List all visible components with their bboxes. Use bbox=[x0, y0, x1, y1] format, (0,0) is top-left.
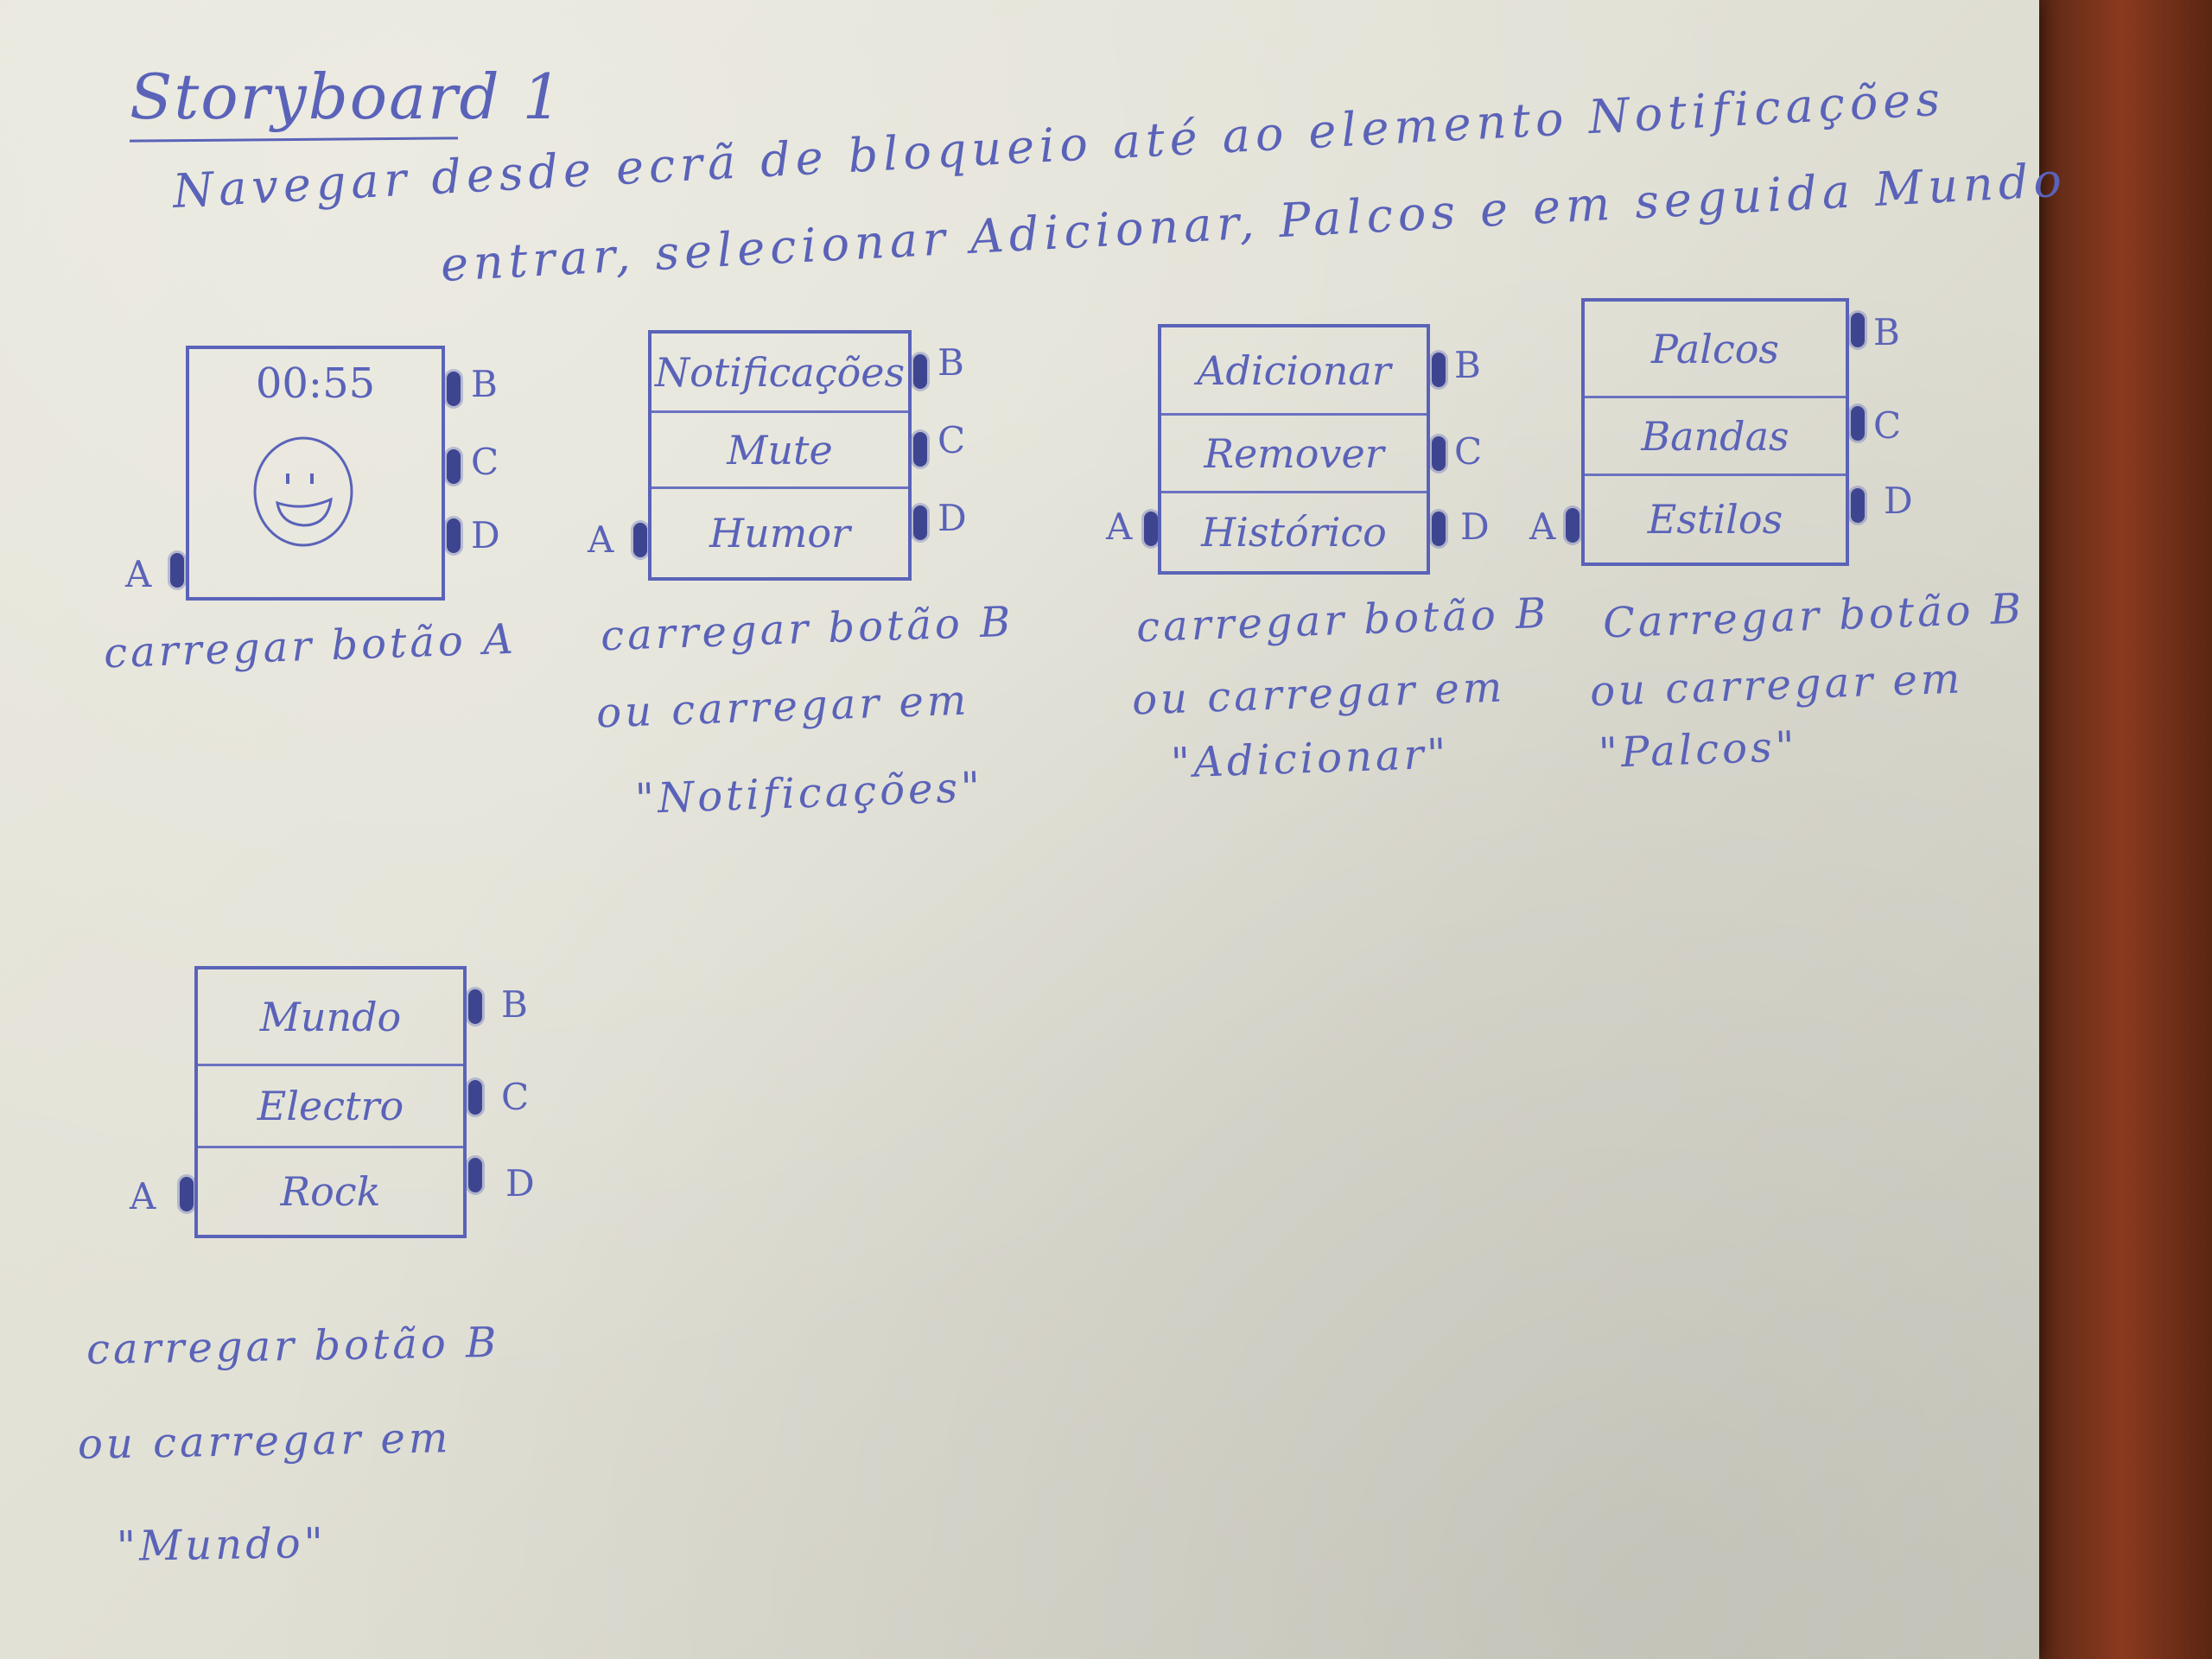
menu-item[interactable]: Mundo bbox=[198, 969, 463, 1066]
menu-item[interactable]: Palcos bbox=[1585, 302, 1846, 398]
caption-line: "Palcos" bbox=[1598, 721, 1799, 779]
caption-line: ou carregar em bbox=[1589, 654, 1965, 716]
menu-item[interactable]: Rock bbox=[280, 1168, 381, 1215]
menu-screen-3: Palcos Bandas Estilos bbox=[1581, 298, 1849, 566]
label-b: B bbox=[471, 363, 498, 405]
menu-screen-1: Notificações Mute Humor bbox=[648, 330, 912, 581]
label-d: D bbox=[938, 497, 967, 539]
caption-line: carregar botão B bbox=[600, 597, 1015, 661]
label-d: D bbox=[505, 1162, 535, 1205]
label-d: D bbox=[471, 514, 500, 556]
label-c: C bbox=[501, 1076, 530, 1118]
title-underline bbox=[129, 137, 459, 143]
menu-item[interactable]: Electro bbox=[198, 1066, 463, 1148]
label-b: B bbox=[938, 341, 964, 384]
caption-line: "Adicionar" bbox=[1170, 729, 1451, 788]
label-a: A bbox=[588, 518, 614, 561]
lock-screen-sketch: 00:55 bbox=[186, 346, 445, 601]
label-a: A bbox=[1529, 505, 1556, 548]
hardware-button-c[interactable] bbox=[1851, 406, 1865, 441]
hardware-button-b[interactable] bbox=[447, 372, 461, 406]
label-d: D bbox=[1460, 505, 1490, 548]
hardware-button-d[interactable] bbox=[1432, 512, 1446, 546]
hardware-button-a[interactable] bbox=[1566, 508, 1580, 543]
hardware-button-b[interactable] bbox=[468, 989, 482, 1024]
lock-screen-clock: 00:55 bbox=[255, 359, 376, 408]
caption-line: carregar botão B bbox=[1135, 588, 1551, 652]
label-b: B bbox=[501, 983, 528, 1026]
hardware-button-a[interactable] bbox=[170, 553, 184, 588]
hardware-button-a[interactable] bbox=[633, 523, 647, 557]
menu-item[interactable]: Estilos bbox=[1647, 496, 1783, 543]
caption-line: Carregar botão B bbox=[1602, 584, 2025, 648]
label-c: C bbox=[1454, 430, 1483, 473]
hardware-button-b[interactable] bbox=[1432, 353, 1446, 387]
smiley-face-icon bbox=[253, 436, 353, 547]
caption-line: "Mundo" bbox=[116, 1518, 327, 1572]
menu-item[interactable]: Remover bbox=[1161, 416, 1427, 493]
hardware-button-c[interactable] bbox=[1432, 436, 1446, 471]
hardware-button-d[interactable] bbox=[468, 1158, 482, 1192]
caption-line: ou carregar em bbox=[595, 676, 971, 738]
hardware-button-c[interactable] bbox=[913, 432, 927, 467]
label-b: B bbox=[1873, 311, 1900, 353]
hardware-button-c[interactable] bbox=[447, 449, 461, 484]
hardware-button-b[interactable] bbox=[1851, 313, 1865, 347]
hardware-button-d[interactable] bbox=[1851, 488, 1865, 523]
caption-line: carregar botão B bbox=[86, 1318, 500, 1375]
hardware-button-a[interactable] bbox=[180, 1177, 194, 1211]
menu-screen-2: Adicionar Remover Histórico bbox=[1158, 324, 1430, 575]
menu-item[interactable]: Adicionar bbox=[1161, 327, 1427, 416]
menu-item[interactable]: Humor bbox=[709, 510, 851, 556]
hardware-button-d[interactable] bbox=[913, 505, 927, 540]
hardware-button-b[interactable] bbox=[913, 354, 927, 389]
caption-line: ou carregar em bbox=[77, 1414, 452, 1469]
hardware-button-a[interactable] bbox=[1144, 512, 1158, 546]
storyboard-title: Storyboard 1 bbox=[130, 60, 564, 133]
label-a: A bbox=[125, 553, 152, 595]
hardware-button-d[interactable] bbox=[447, 518, 461, 553]
label-b: B bbox=[1454, 344, 1481, 386]
menu-item[interactable]: Bandas bbox=[1585, 398, 1846, 476]
caption-line: ou carregar em bbox=[1131, 663, 1507, 725]
menu-screen-4: Mundo Electro Rock bbox=[194, 966, 467, 1238]
label-c: C bbox=[1873, 404, 1902, 447]
menu-item[interactable]: Mute bbox=[652, 413, 908, 489]
caption-line: carregar botão A bbox=[103, 614, 518, 678]
menu-item[interactable]: Histórico bbox=[1201, 509, 1387, 556]
caption-line: "Notificações" bbox=[634, 762, 984, 824]
paper-sheet: Storyboard 1 Navegar desde ecrã de bloqu… bbox=[0, 0, 2068, 1659]
label-c: C bbox=[471, 441, 499, 483]
label-d: D bbox=[1884, 480, 1913, 522]
hardware-button-c[interactable] bbox=[468, 1080, 482, 1115]
label-a: A bbox=[1106, 505, 1133, 548]
label-a: A bbox=[130, 1175, 156, 1217]
menu-item[interactable]: Notificações bbox=[652, 334, 908, 413]
label-c: C bbox=[938, 419, 966, 461]
